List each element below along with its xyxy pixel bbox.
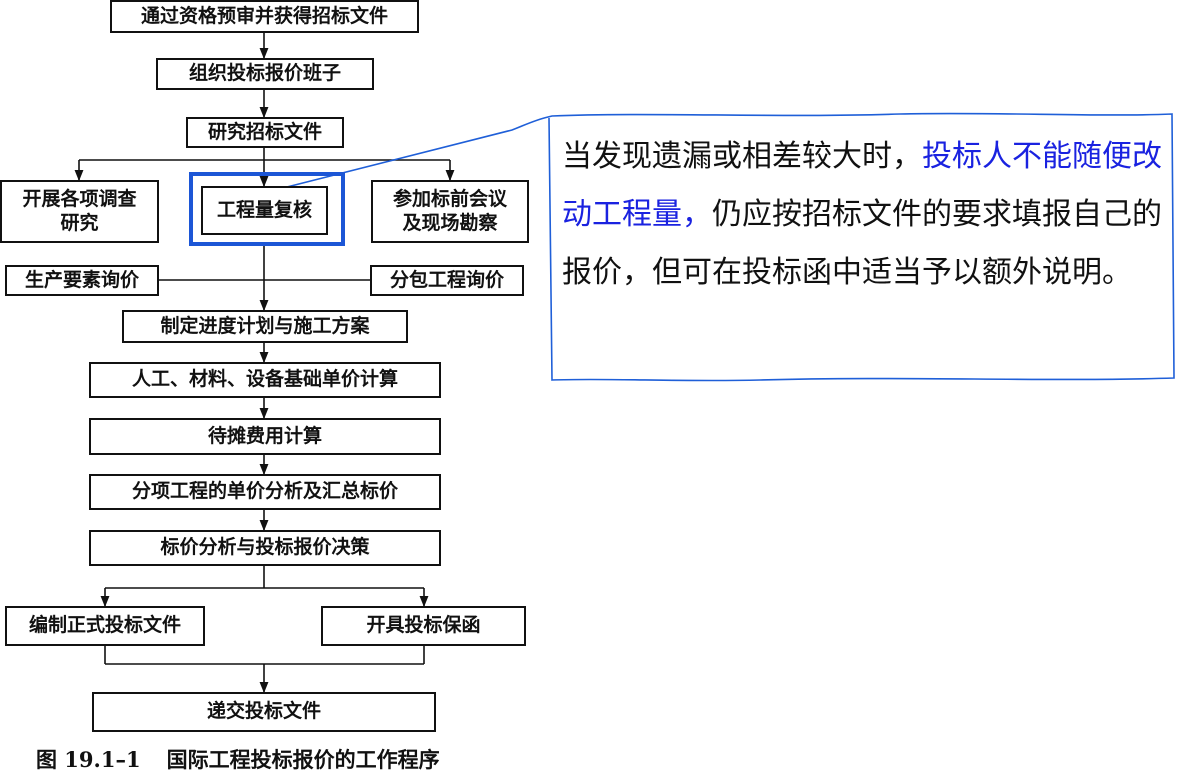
node-schedule-label: 制定进度计划与施工方案 (160, 314, 370, 337)
node-analysis-label: 分项工程的单价分析及汇总标价 (131, 480, 398, 503)
node-analysis: 分项工程的单价分析及汇总标价 (89, 474, 441, 510)
figure-caption: 图 19.1–1 国际工程投标报价的工作程序 (36, 744, 440, 774)
node-survey-line1: 开展各项调查 (22, 187, 137, 210)
node-team-label: 组织投标报价班子 (188, 62, 341, 85)
node-study: 研究招标文件 (186, 117, 344, 148)
node-inquiry-subcontract: 分包工程询价 (370, 265, 524, 296)
node-qty-check-label: 工程量复核 (216, 198, 312, 221)
node-bond-label: 开具投标保函 (366, 614, 481, 637)
node-unit-price: 人工、材料、设备基础单价计算 (89, 362, 441, 398)
node-unit-price-label: 人工、材料、设备基础单价计算 (131, 368, 398, 391)
node-inquiry-production-label: 生产要素询价 (24, 268, 139, 291)
node-prepare: 编制正式投标文件 (5, 606, 205, 646)
callout-outline (282, 112, 1175, 382)
annotation-highlight: 投标人不能随便改动工程量， (562, 139, 1162, 232)
node-qty-check: 工程量复核 (201, 186, 328, 235)
annotation-text-1: 当发现遗漏或相差较大时， (562, 139, 922, 174)
node-inquiry-subcontract-label: 分包工程询价 (389, 268, 504, 291)
figure-number: 图 19.1–1 (36, 747, 141, 772)
node-allocate-label: 待摊费用计算 (207, 424, 322, 447)
node-meeting-line1: 参加标前会议 (392, 187, 507, 210)
node-decision-label: 标价分析与投标报价决策 (160, 536, 370, 559)
node-prepare-label: 编制正式投标文件 (28, 614, 181, 637)
node-schedule: 制定进度计划与施工方案 (122, 310, 408, 343)
node-submit: 递交投标文件 (92, 692, 436, 732)
node-study-label: 研究招标文件 (207, 120, 322, 143)
node-meeting: 参加标前会议 及现场勘察 (371, 180, 529, 243)
highlight-frame (189, 172, 345, 246)
annotation-note: 当发现遗漏或相差较大时，投标人不能随便改动工程量，仍应按招标文件的要求填报自己的… (562, 128, 1172, 302)
node-survey-line2: 研究 (60, 211, 99, 234)
node-survey: 开展各项调查 研究 (0, 180, 159, 243)
node-team: 组织投标报价班子 (156, 58, 374, 90)
node-bond: 开具投标保函 (321, 606, 526, 646)
node-submit-label: 递交投标文件 (206, 700, 321, 723)
node-meeting-line2: 及现场勘察 (402, 211, 498, 234)
node-allocate: 待摊费用计算 (89, 418, 441, 455)
annotation-text-2: 仍应按招标文件的要求填报自己的报价，但可在投标函中适当予以额外说明。 (562, 197, 1162, 290)
figure-title: 国际工程投标报价的工作程序 (166, 747, 440, 772)
node-prequalify: 通过资格预审并获得招标文件 (110, 0, 419, 33)
node-inquiry-production: 生产要素询价 (5, 265, 159, 296)
node-prequalify-label: 通过资格预审并获得招标文件 (140, 4, 388, 27)
node-decision: 标价分析与投标报价决策 (89, 530, 441, 566)
